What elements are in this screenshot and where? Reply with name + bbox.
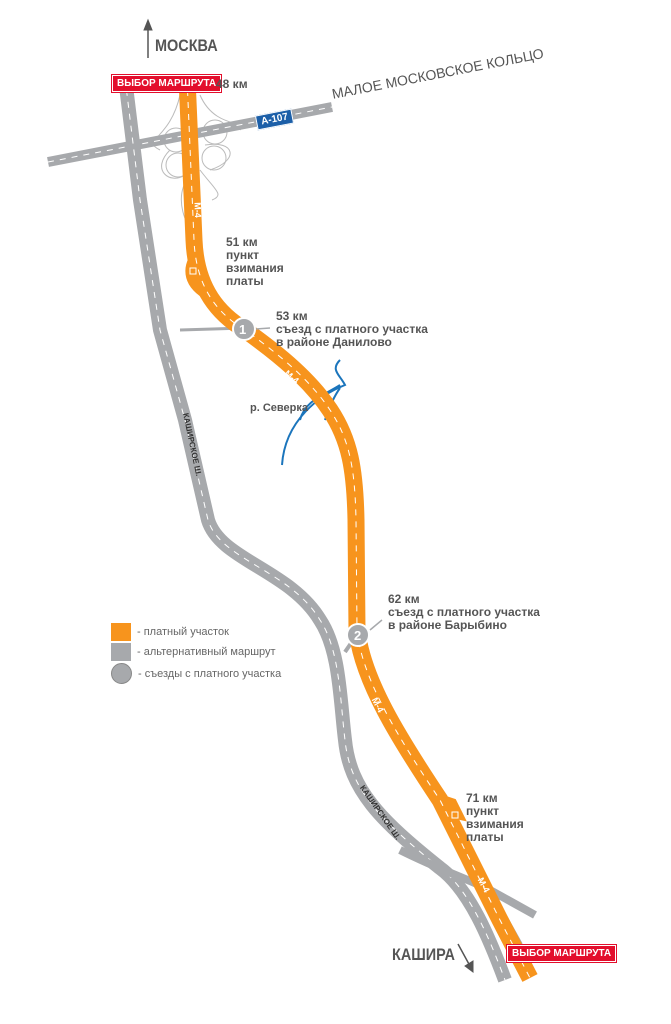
toll-2-line2: взимания: [466, 817, 524, 831]
toll-1-line2: взимания: [226, 261, 284, 275]
toll-booth-icon: [451, 811, 459, 819]
legend-item-alt: - альтернативный маршрут: [111, 643, 276, 661]
exit-marker-2[interactable]: [346, 619, 383, 647]
m4-label-1: М-4: [192, 202, 204, 218]
route-choice-badge-bottom: ВЫБОР МАРШРУТА: [505, 944, 618, 963]
legend-swatch-gray: [111, 643, 131, 661]
exit-2-line1: съезд с платного участка: [388, 605, 540, 619]
south-arrow-icon: [457, 943, 474, 973]
toll-point-1-label: 51 км пункт взимания платы: [226, 236, 284, 288]
legend-exit-circle-icon: [111, 663, 132, 684]
toll-booth-icon: [189, 267, 197, 275]
north-destination: МОСКВА: [155, 36, 218, 55]
legend-item-exit: - съезды с платного участка: [111, 663, 281, 684]
toll-2-line3: платы: [466, 830, 504, 844]
legend-item-toll: - платный участок: [111, 623, 229, 641]
legend-label: - альтернативный маршрут: [137, 646, 276, 658]
km-48-label: 48 км: [216, 77, 248, 91]
legend-swatch-orange: [111, 623, 131, 641]
exit-1-number: 1: [239, 322, 247, 337]
exit-2-number: 2: [354, 628, 362, 643]
exit-2-label: 62 км съезд с платного участка в районе …: [388, 593, 540, 632]
exit-2-line2: в районе Барыбино: [388, 618, 507, 632]
toll-1-km: 51 км: [226, 235, 258, 249]
exit-1-line2: в районе Данилово: [276, 335, 392, 349]
north-arrow-icon: [143, 18, 153, 58]
exit-marker-1[interactable]: [232, 317, 271, 341]
exit-1-km: 53 км: [276, 309, 308, 323]
toll-2-line1: пункт: [466, 804, 500, 818]
toll-1-line3: платы: [226, 274, 264, 288]
toll-point-2-label: 71 км пункт взимания платы: [466, 792, 524, 844]
river-label: р. Северка: [250, 402, 308, 414]
legend-label: - платный участок: [137, 626, 229, 638]
toll-1-line1: пункт: [226, 248, 260, 262]
exit-2-km: 62 км: [388, 592, 420, 606]
toll-2-km: 71 км: [466, 791, 498, 805]
exit-1-line1: съезд с платного участка: [276, 322, 428, 336]
legend-label: - съезды с платного участка: [138, 667, 282, 680]
route-choice-badge-top: ВЫБОР МАРШРУТА: [110, 74, 223, 93]
exit-1-label: 53 км съезд с платного участка в районе …: [276, 310, 428, 349]
south-destination: КАШИРА: [392, 945, 455, 964]
